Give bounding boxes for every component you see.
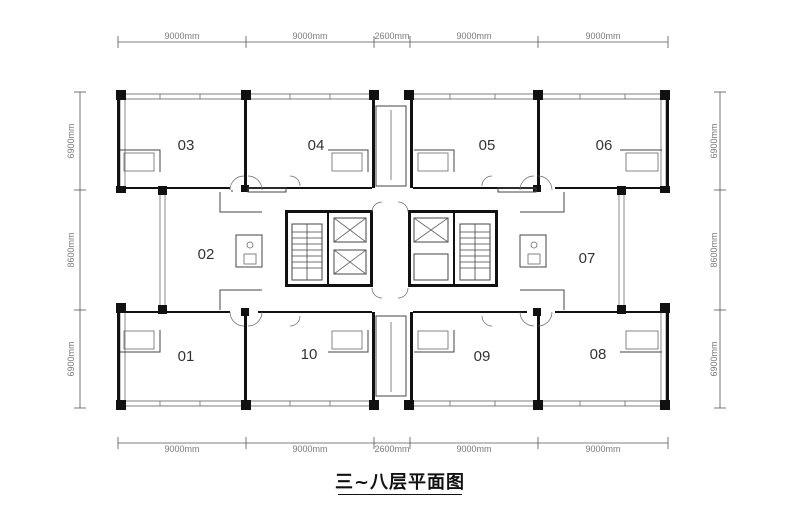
dim-bottom-4: 9000mm: [456, 444, 491, 454]
columns: [116, 90, 670, 410]
dim-top-2: 9000mm: [292, 31, 327, 41]
dim-top-3: 2600mm: [374, 31, 409, 41]
door-swings: [229, 175, 553, 327]
unit-label-09: 09: [474, 348, 491, 365]
title-underline: [338, 494, 462, 495]
dimension-lines: [74, 36, 726, 449]
unit-label-07: 07: [579, 250, 596, 267]
dim-left-2: 8600mm: [66, 232, 76, 267]
dim-top-1: 9000mm: [164, 31, 199, 41]
dim-right-3: 6900mm: [709, 341, 719, 376]
dim-right-1: 6900mm: [709, 123, 719, 158]
dim-left-3: 6900mm: [66, 341, 76, 376]
unit-label-04: 04: [308, 137, 325, 154]
dim-right-2: 8600mm: [709, 232, 719, 267]
dim-top-4: 9000mm: [456, 31, 491, 41]
dim-bottom-1: 9000mm: [164, 444, 199, 454]
dim-bottom-5: 9000mm: [585, 444, 620, 454]
dim-top-5: 9000mm: [585, 31, 620, 41]
unit-label-03: 03: [178, 137, 195, 154]
unit-label-01: 01: [178, 348, 195, 365]
bathrooms: [120, 105, 662, 397]
dim-bottom-3: 2600mm: [374, 444, 409, 454]
unit-label-05: 05: [479, 137, 496, 154]
walls: [117, 92, 669, 408]
core-stairs-elevators: [291, 217, 491, 281]
drawing-title: 三~八层平面图: [334, 472, 466, 493]
dim-left-1: 6900mm: [66, 123, 76, 158]
unit-label-08: 08: [590, 346, 607, 363]
unit-label-06: 06: [596, 137, 613, 154]
unit-label-02: 02: [198, 246, 215, 263]
unit-label-10: 10: [301, 346, 318, 363]
dim-bottom-2: 9000mm: [292, 444, 327, 454]
